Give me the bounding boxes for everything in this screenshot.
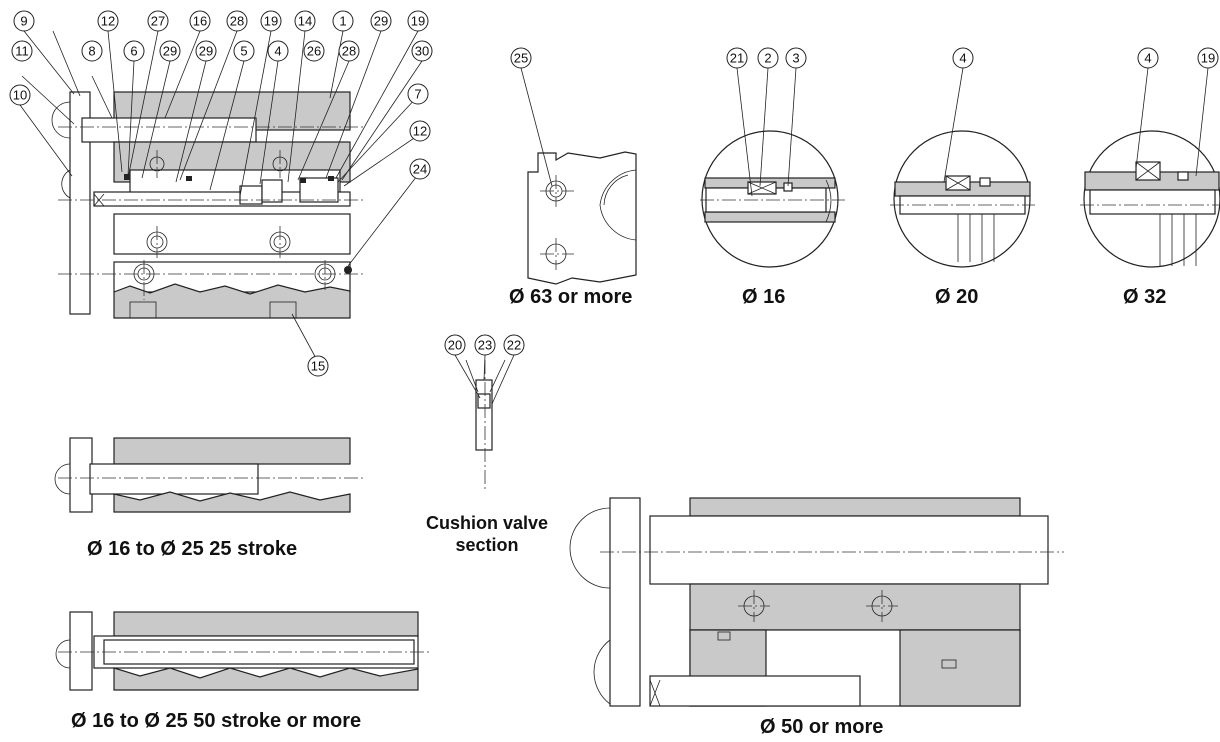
view-25-stroke: [54, 437, 365, 513]
svg-text:22: 22: [507, 338, 521, 353]
svg-text:27: 27: [151, 14, 165, 29]
svg-text:7: 7: [414, 87, 421, 102]
detail-20: [890, 67, 1035, 268]
callout-main-19: 19: [260, 10, 282, 32]
callout-main-5: 5: [233, 40, 255, 62]
svg-text:4: 4: [1144, 51, 1151, 66]
svg-text:28: 28: [342, 44, 356, 59]
svg-text:2: 2: [764, 51, 771, 66]
callout-detail-20: 20: [444, 334, 466, 356]
caption-16: Ø 16: [742, 286, 786, 308]
callout-main-15: 15: [307, 355, 329, 377]
svg-text:21: 21: [730, 51, 744, 66]
callout-detail-25: 25: [510, 47, 532, 69]
svg-text:4: 4: [274, 44, 281, 59]
svg-text:12: 12: [413, 124, 427, 139]
svg-text:11: 11: [15, 44, 29, 59]
callout-main-1: 1: [332, 10, 354, 32]
caption-25-stroke: Ø 16 to Ø 25 25 stroke: [87, 538, 298, 560]
caption-cushion-valve: Cushion valve section: [412, 512, 562, 556]
svg-text:8: 8: [88, 44, 95, 59]
caption-50-or-more: Ø 50 or more: [760, 716, 884, 738]
svg-text:14: 14: [298, 14, 312, 29]
svg-text:12: 12: [101, 14, 115, 29]
svg-text:1: 1: [339, 14, 346, 29]
callout-main-24: 24: [409, 158, 431, 180]
svg-text:29: 29: [199, 44, 213, 59]
svg-text:6: 6: [130, 44, 137, 59]
callout-detail-4-d20: 4: [952, 47, 974, 69]
callout-main-11: 11: [11, 40, 33, 62]
callout-detail-22: 22: [503, 334, 525, 356]
callout-detail-3: 3: [785, 47, 807, 69]
caption-63-or-more: Ø 63 or more: [509, 286, 633, 308]
caption-50-stroke: Ø 16 to Ø 25 50 stroke or more: [71, 710, 362, 732]
caption-cushion-line1: Cushion valve: [425, 513, 549, 533]
svg-text:9: 9: [20, 14, 27, 29]
callout-detail-23: 23: [474, 334, 496, 356]
view-50-stroke: [55, 611, 430, 691]
svg-text:3: 3: [792, 51, 799, 66]
svg-text:4: 4: [959, 51, 966, 66]
callout-main-9: 9: [13, 10, 35, 32]
svg-text:19: 19: [264, 14, 278, 29]
callout-main-29c: 29: [195, 40, 217, 62]
callout-main-26: 26: [303, 40, 325, 62]
callout-main-14: 14: [294, 10, 316, 32]
svg-text:25: 25: [514, 51, 528, 66]
detail-50-or-more: [569, 497, 1064, 707]
svg-text:26: 26: [307, 44, 321, 59]
svg-text:24: 24: [413, 162, 427, 177]
callout-main-28: 28: [226, 10, 248, 32]
cushion-valve-section: [454, 354, 515, 492]
svg-text:19: 19: [411, 14, 425, 29]
callout-detail-19: 19: [1197, 47, 1219, 69]
detail-32: [1080, 67, 1220, 268]
callout-detail-21: 21: [726, 47, 748, 69]
callout-detail-2: 2: [757, 47, 779, 69]
callout-main-4: 4: [267, 40, 289, 62]
callout-main-6: 6: [123, 40, 145, 62]
callout-main-10: 10: [9, 84, 31, 106]
svg-text:29: 29: [163, 44, 177, 59]
svg-text:10: 10: [13, 88, 27, 103]
callout-detail-4-d32: 4: [1137, 47, 1159, 69]
callout-main-29b: 29: [159, 40, 181, 62]
svg-text:15: 15: [311, 359, 325, 374]
callout-main-30: 30: [411, 40, 433, 62]
detail-63-or-more: [520, 67, 637, 285]
callout-main-28b: 28: [338, 40, 360, 62]
callout-main-12: 12: [97, 10, 119, 32]
svg-text:16: 16: [193, 14, 207, 29]
callout-main-12b: 12: [409, 120, 431, 142]
caption-cushion-line2: section: [455, 535, 519, 555]
svg-text:29: 29: [374, 14, 388, 29]
svg-text:23: 23: [478, 338, 492, 353]
svg-text:30: 30: [415, 44, 429, 59]
svg-text:28: 28: [230, 14, 244, 29]
callouts: 9 12 27 16 28 19 14 1 29 19 11 8 6 29 29…: [9, 10, 1219, 377]
caption-32: Ø 32: [1123, 286, 1167, 308]
main-section-view: [19, 30, 423, 363]
svg-text:5: 5: [240, 44, 247, 59]
detail-16: [700, 67, 845, 268]
callout-main-7: 7: [407, 83, 429, 105]
svg-text:19: 19: [1201, 51, 1215, 66]
svg-text:20: 20: [448, 338, 462, 353]
callout-main-29: 29: [370, 10, 392, 32]
callout-main-19b: 19: [407, 10, 429, 32]
caption-20: Ø 20: [935, 286, 979, 308]
callout-main-27: 27: [147, 10, 169, 32]
callout-main-8: 8: [81, 40, 103, 62]
callout-main-16: 16: [189, 10, 211, 32]
